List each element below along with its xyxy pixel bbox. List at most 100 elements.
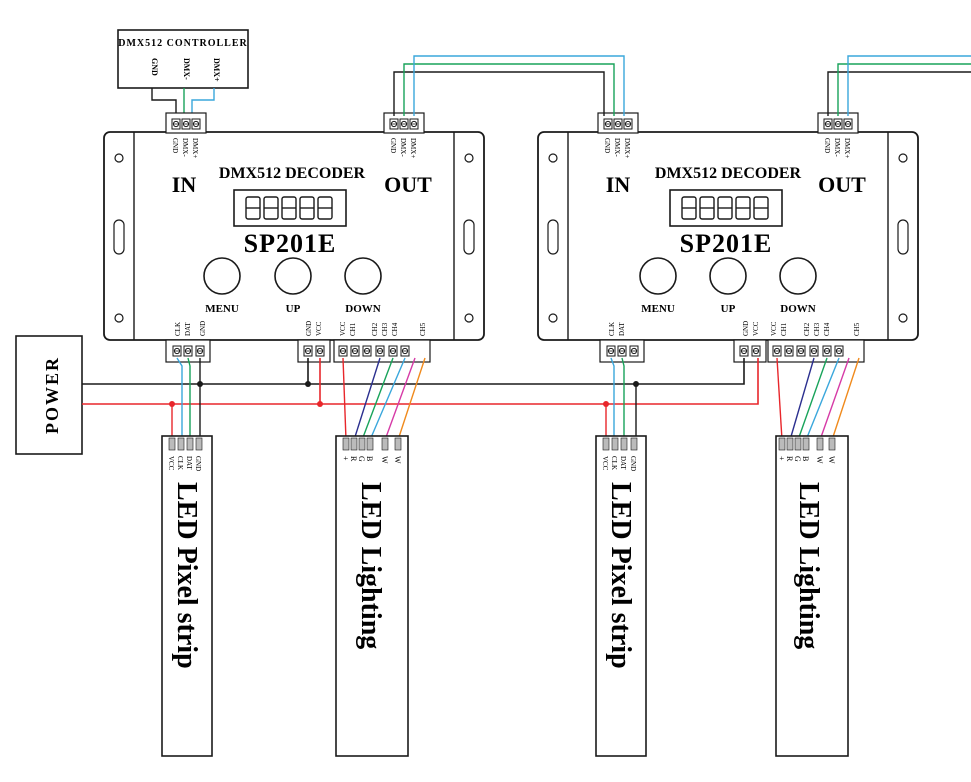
d1-pin-ch5: CH5 bbox=[419, 322, 427, 336]
s1-pin-gnd: GND bbox=[194, 456, 202, 471]
s4-pin-w2: W bbox=[827, 456, 836, 464]
d1-in-pin-dmxm: DMX- bbox=[181, 138, 189, 157]
strip-4-lighting: + R G B W W LED Lighting bbox=[775, 435, 849, 757]
d1-pin-power-gnd: GND bbox=[305, 321, 313, 336]
strip-4-label: LED Lighting bbox=[793, 482, 824, 649]
d2-pin-power-gnd: GND bbox=[742, 321, 750, 336]
d1-up-button[interactable] bbox=[274, 257, 312, 295]
s2-pin-g: G bbox=[357, 456, 366, 462]
d2-in-pin-dmxp: DMX+ bbox=[623, 138, 631, 158]
s4-pin-plus: + bbox=[777, 456, 786, 461]
d2-up-label: UP bbox=[721, 303, 736, 315]
d2-out-pin-dmxm: DMX- bbox=[833, 138, 841, 157]
d1-out-pin-dmxp: DMX+ bbox=[409, 138, 417, 158]
d1-out-label: OUT bbox=[384, 172, 432, 197]
s2-pin-b: B bbox=[365, 456, 374, 461]
controller-pin-dmx-minus: DMX- bbox=[182, 58, 191, 80]
d2-pin-dat: DAT bbox=[618, 322, 626, 336]
d2-title: DMX512 DECODER bbox=[655, 165, 802, 182]
strip-1-pixel: VCC CLK DAT GND LED Pixel strip bbox=[161, 435, 213, 757]
d2-pin-vcc: VCC bbox=[770, 321, 778, 336]
d1-menu-button[interactable] bbox=[203, 257, 241, 295]
s3-pin-vcc: VCC bbox=[601, 456, 609, 471]
s4-pin-w1: W bbox=[815, 456, 824, 464]
d2-pin-ch5: CH5 bbox=[853, 322, 861, 336]
s3-pin-gnd: GND bbox=[629, 456, 637, 471]
d1-pin-ch2: CH2 bbox=[371, 322, 379, 336]
d1-in-label: IN bbox=[172, 172, 197, 197]
strip-3-pixel: VCC CLK DAT GND LED Pixel strip bbox=[595, 435, 647, 757]
d2-pin-ch1: CH1 bbox=[780, 322, 788, 336]
d2-menu-button[interactable] bbox=[639, 257, 677, 295]
s1-pin-clk: CLK bbox=[176, 456, 184, 470]
power-supply: POWER bbox=[15, 335, 83, 455]
s2-pin-w2: W bbox=[393, 456, 402, 464]
d1-pin-ch3: CH3 bbox=[381, 322, 389, 336]
dmx-controller: DMX512 CONTROLLER GND DMX- DMX+ bbox=[117, 29, 249, 89]
d1-down-label: DOWN bbox=[345, 303, 381, 315]
d2-pin-clk: CLK bbox=[608, 322, 616, 336]
controller-title: DMX512 CONTROLLER bbox=[118, 38, 248, 49]
d2-in-label: IN bbox=[606, 172, 631, 197]
s3-pin-dat: DAT bbox=[619, 456, 627, 470]
d1-pin-ch1: CH1 bbox=[349, 322, 357, 336]
d1-pin-clk: CLK bbox=[174, 322, 182, 336]
strip3-wiring bbox=[605, 357, 637, 440]
d2-model: SP201E bbox=[680, 229, 773, 258]
s4-pin-g: G bbox=[793, 456, 802, 462]
strip-2-lighting: + R G B W W LED Lighting bbox=[335, 435, 409, 757]
decoder-2: GND DMX- DMX+ GND DMX- DMX+ IN OUT DMX51… bbox=[537, 112, 919, 363]
d2-in-pin-dmxm: DMX- bbox=[613, 138, 621, 157]
d1-pin-power-vcc: VCC bbox=[315, 321, 323, 336]
d2-pin-ch2: CH2 bbox=[803, 322, 811, 336]
power-junctions bbox=[169, 381, 639, 407]
power-label: POWER bbox=[42, 356, 62, 434]
d1-seven-seg-display bbox=[233, 189, 347, 227]
d1-pin-vcc: VCC bbox=[339, 321, 347, 336]
d1-pin-dat: DAT bbox=[184, 322, 192, 336]
strip4-wiring bbox=[776, 357, 860, 441]
controller-pin-gnd: GND bbox=[150, 58, 159, 76]
d2-up-button[interactable] bbox=[709, 257, 747, 295]
d1-up-label: UP bbox=[286, 303, 301, 315]
d1-title: DMX512 DECODER bbox=[219, 165, 366, 182]
s2-pin-r: R bbox=[349, 456, 358, 462]
d2-menu-label: MENU bbox=[641, 303, 675, 315]
d2-out-pin-dmxp: DMX+ bbox=[843, 138, 851, 158]
d2-pin-ch3: CH3 bbox=[813, 322, 821, 336]
d1-out-pin-gnd: GND bbox=[389, 138, 397, 153]
s1-pin-vcc: VCC bbox=[167, 456, 175, 471]
d1-in-pin-gnd: GND bbox=[171, 138, 179, 153]
d2-down-button[interactable] bbox=[779, 257, 817, 295]
d2-pin-ch4: CH4 bbox=[823, 322, 831, 336]
d2-pin-power-vcc: VCC bbox=[752, 321, 760, 336]
controller-pin-dmx-plus: DMX+ bbox=[212, 58, 221, 82]
strip1-wiring bbox=[171, 357, 201, 440]
d1-pin-gnd: GND bbox=[199, 321, 207, 336]
controller-wiring bbox=[151, 88, 215, 116]
d2-in-pin-gnd: GND bbox=[603, 138, 611, 153]
dmx-chain-wiring bbox=[393, 55, 971, 116]
d1-menu-label: MENU bbox=[205, 303, 239, 315]
d1-out-pin-dmxm: DMX- bbox=[399, 138, 407, 157]
strip-3-label: LED Pixel strip bbox=[605, 482, 636, 669]
d1-in-pin-dmxp: DMX+ bbox=[191, 138, 199, 158]
d1-pin-ch4: CH4 bbox=[391, 322, 399, 336]
s2-pin-w1: W bbox=[380, 456, 389, 464]
d1-down-button[interactable] bbox=[344, 257, 382, 295]
s2-pin-plus: + bbox=[341, 456, 350, 461]
power-bus bbox=[82, 358, 759, 405]
strip-2-label: LED Lighting bbox=[355, 482, 386, 649]
strip2-wiring bbox=[342, 357, 426, 441]
d2-seven-seg-display bbox=[669, 189, 783, 227]
d1-model: SP201E bbox=[244, 229, 337, 258]
s3-pin-clk: CLK bbox=[610, 456, 618, 470]
s4-pin-r: R bbox=[785, 456, 794, 462]
s4-pin-b: B bbox=[801, 456, 810, 461]
d2-out-pin-gnd: GND bbox=[823, 138, 831, 153]
decoder-1: GND DMX- DMX+ GND DMX- DMX+ IN OUT DMX51… bbox=[103, 112, 485, 363]
d2-out-label: OUT bbox=[818, 172, 866, 197]
d2-down-label: DOWN bbox=[780, 303, 816, 315]
strip-1-label: LED Pixel strip bbox=[171, 482, 202, 669]
